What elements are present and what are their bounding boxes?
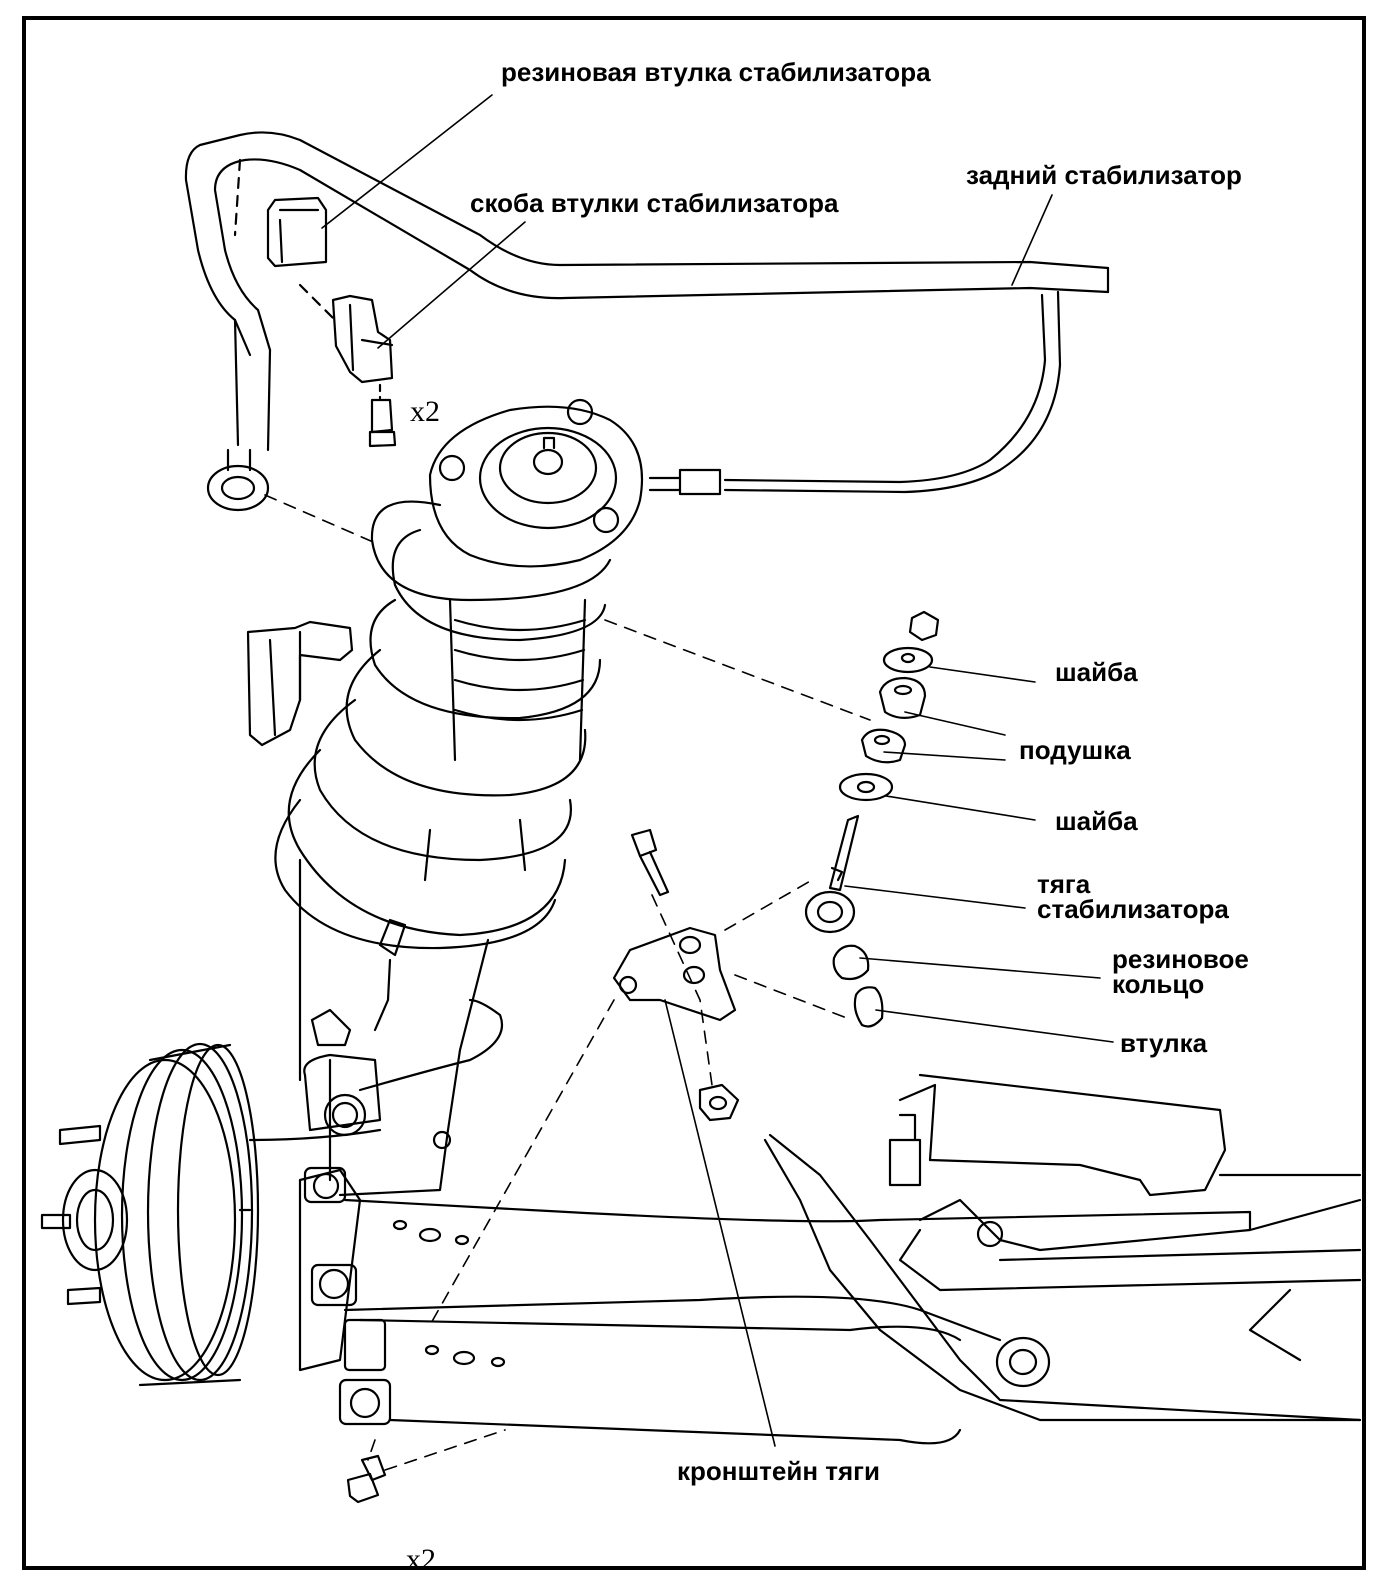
label-washer-top: шайба <box>1055 657 1138 687</box>
label-bushing-bracket: скоба втулки стабилизатора <box>470 188 839 218</box>
label-sleeve: втулка <box>1120 1028 1208 1058</box>
quantity-mark-bracket-bolts: x2 <box>410 395 440 428</box>
brake-drum <box>40 1042 260 1387</box>
label-stabilizer-link-line2: стабилизатора <box>1037 894 1229 924</box>
quantity-mark-arm-bolts: x2 <box>406 1543 436 1576</box>
label-rubber-ring: резиновое кольцо <box>1112 944 1249 999</box>
label-link-bracket: кронштейн тяги <box>677 1456 880 1486</box>
bushing-assembly <box>266 196 397 448</box>
link-bracket-part <box>612 828 740 1122</box>
stabilizer-bar <box>184 131 1110 512</box>
coil-spring <box>274 500 612 950</box>
label-rubber-ring-line1: резиновое <box>1112 944 1249 974</box>
strut-body <box>246 620 504 1197</box>
label-rubber-bushing: резиновая втулка стабилизатора <box>501 57 931 87</box>
label-rear-stabilizer: задний стабилизатор <box>966 160 1242 190</box>
label-cushion: подушка <box>1019 735 1131 765</box>
label-rubber-ring-line2: кольцо <box>1112 969 1205 999</box>
arm-bolts <box>346 1454 387 1504</box>
label-stabilizer-link: тяга стабилизатора <box>1037 869 1229 924</box>
axle-beam <box>298 1073 1362 1445</box>
diagram-frame <box>22 16 1366 1570</box>
leader-lines <box>321 94 1114 1447</box>
assembly-guides <box>264 494 871 1471</box>
label-washer-bottom: шайба <box>1055 806 1138 836</box>
label-stabilizer-link-line1: тяга <box>1037 869 1091 899</box>
strut-top-mount <box>428 398 644 568</box>
stabilizer-link-stack <box>804 610 940 1028</box>
